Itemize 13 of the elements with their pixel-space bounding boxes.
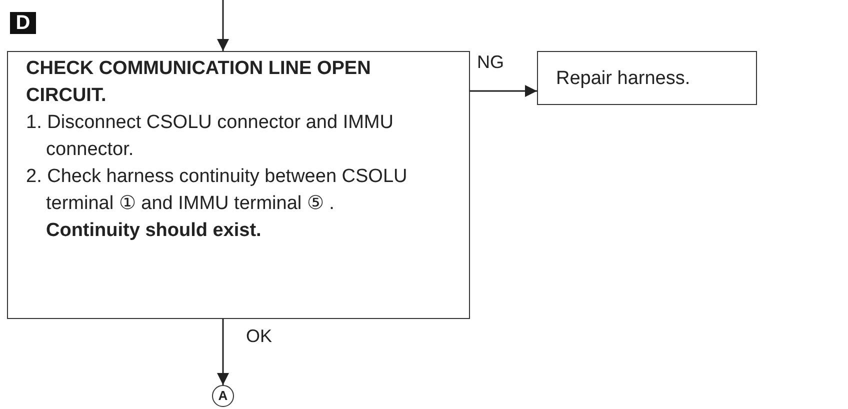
arrow: [217, 0, 229, 51]
connector-letter: A: [217, 387, 229, 405]
circled-connector: [212, 385, 234, 407]
action-text: Repair harness.: [556, 67, 692, 91]
step-text: 2. Check harness continuity between CSOLU terminal ① and IMMU terminal ⑤ .: [26, 165, 408, 216]
inspection-box: [7, 51, 470, 319]
arrow: [470, 85, 537, 97]
check-result: Continuity should exist.: [45, 219, 262, 243]
arrow: [217, 319, 229, 385]
box-heading: CHECK COMMUNICATION LINE OPEN CIRCUIT.: [26, 57, 372, 108]
action-box: [537, 51, 757, 105]
step-text: 1. Disconnect CSOLU connector and IMMU connector.: [26, 111, 394, 162]
section-marker: D: [10, 12, 36, 34]
